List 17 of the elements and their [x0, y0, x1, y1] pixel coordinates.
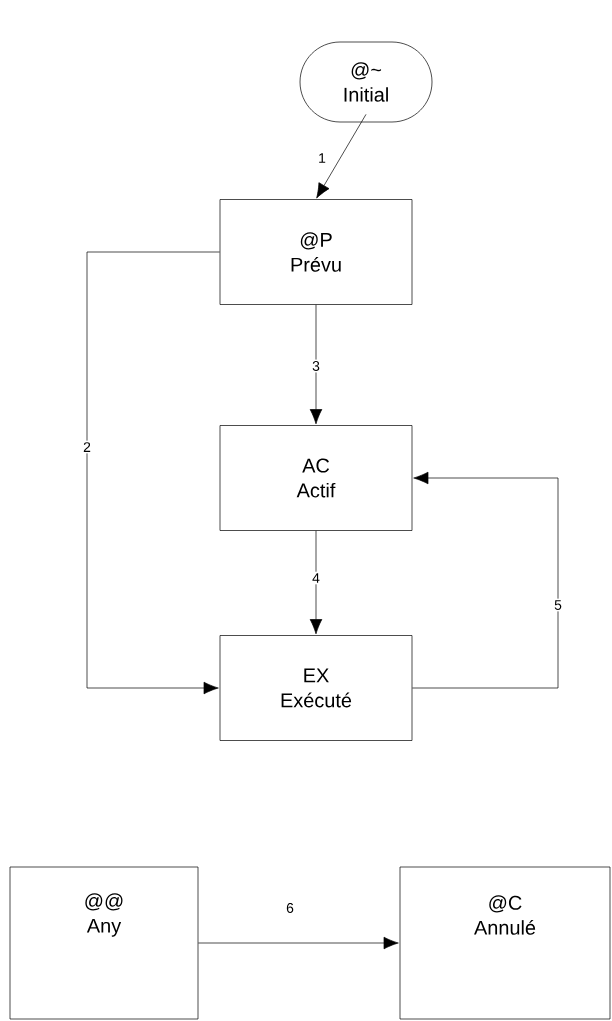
state-box: @P Prévu: [219, 199, 413, 305]
arrow: [309, 304, 323, 425]
edge-label: 2: [81, 440, 93, 454]
arrow: [412, 471, 559, 689]
arrow: [316, 114, 367, 199]
arrow: [198, 936, 399, 950]
arrow: [309, 530, 323, 635]
state-box: @@ Any: [9, 866, 199, 1020]
arrow: [86, 251, 220, 695]
state-box: EX Exécuté: [219, 635, 413, 741]
edge-label: 6: [284, 901, 296, 915]
edge-label: 5: [552, 598, 564, 612]
edge-label: 3: [310, 359, 322, 373]
edge-label: 4: [310, 571, 322, 585]
state-box: AC Actif: [219, 425, 413, 531]
edge-label: 1: [316, 151, 328, 165]
state-box: @C Annulé: [399, 866, 611, 1020]
